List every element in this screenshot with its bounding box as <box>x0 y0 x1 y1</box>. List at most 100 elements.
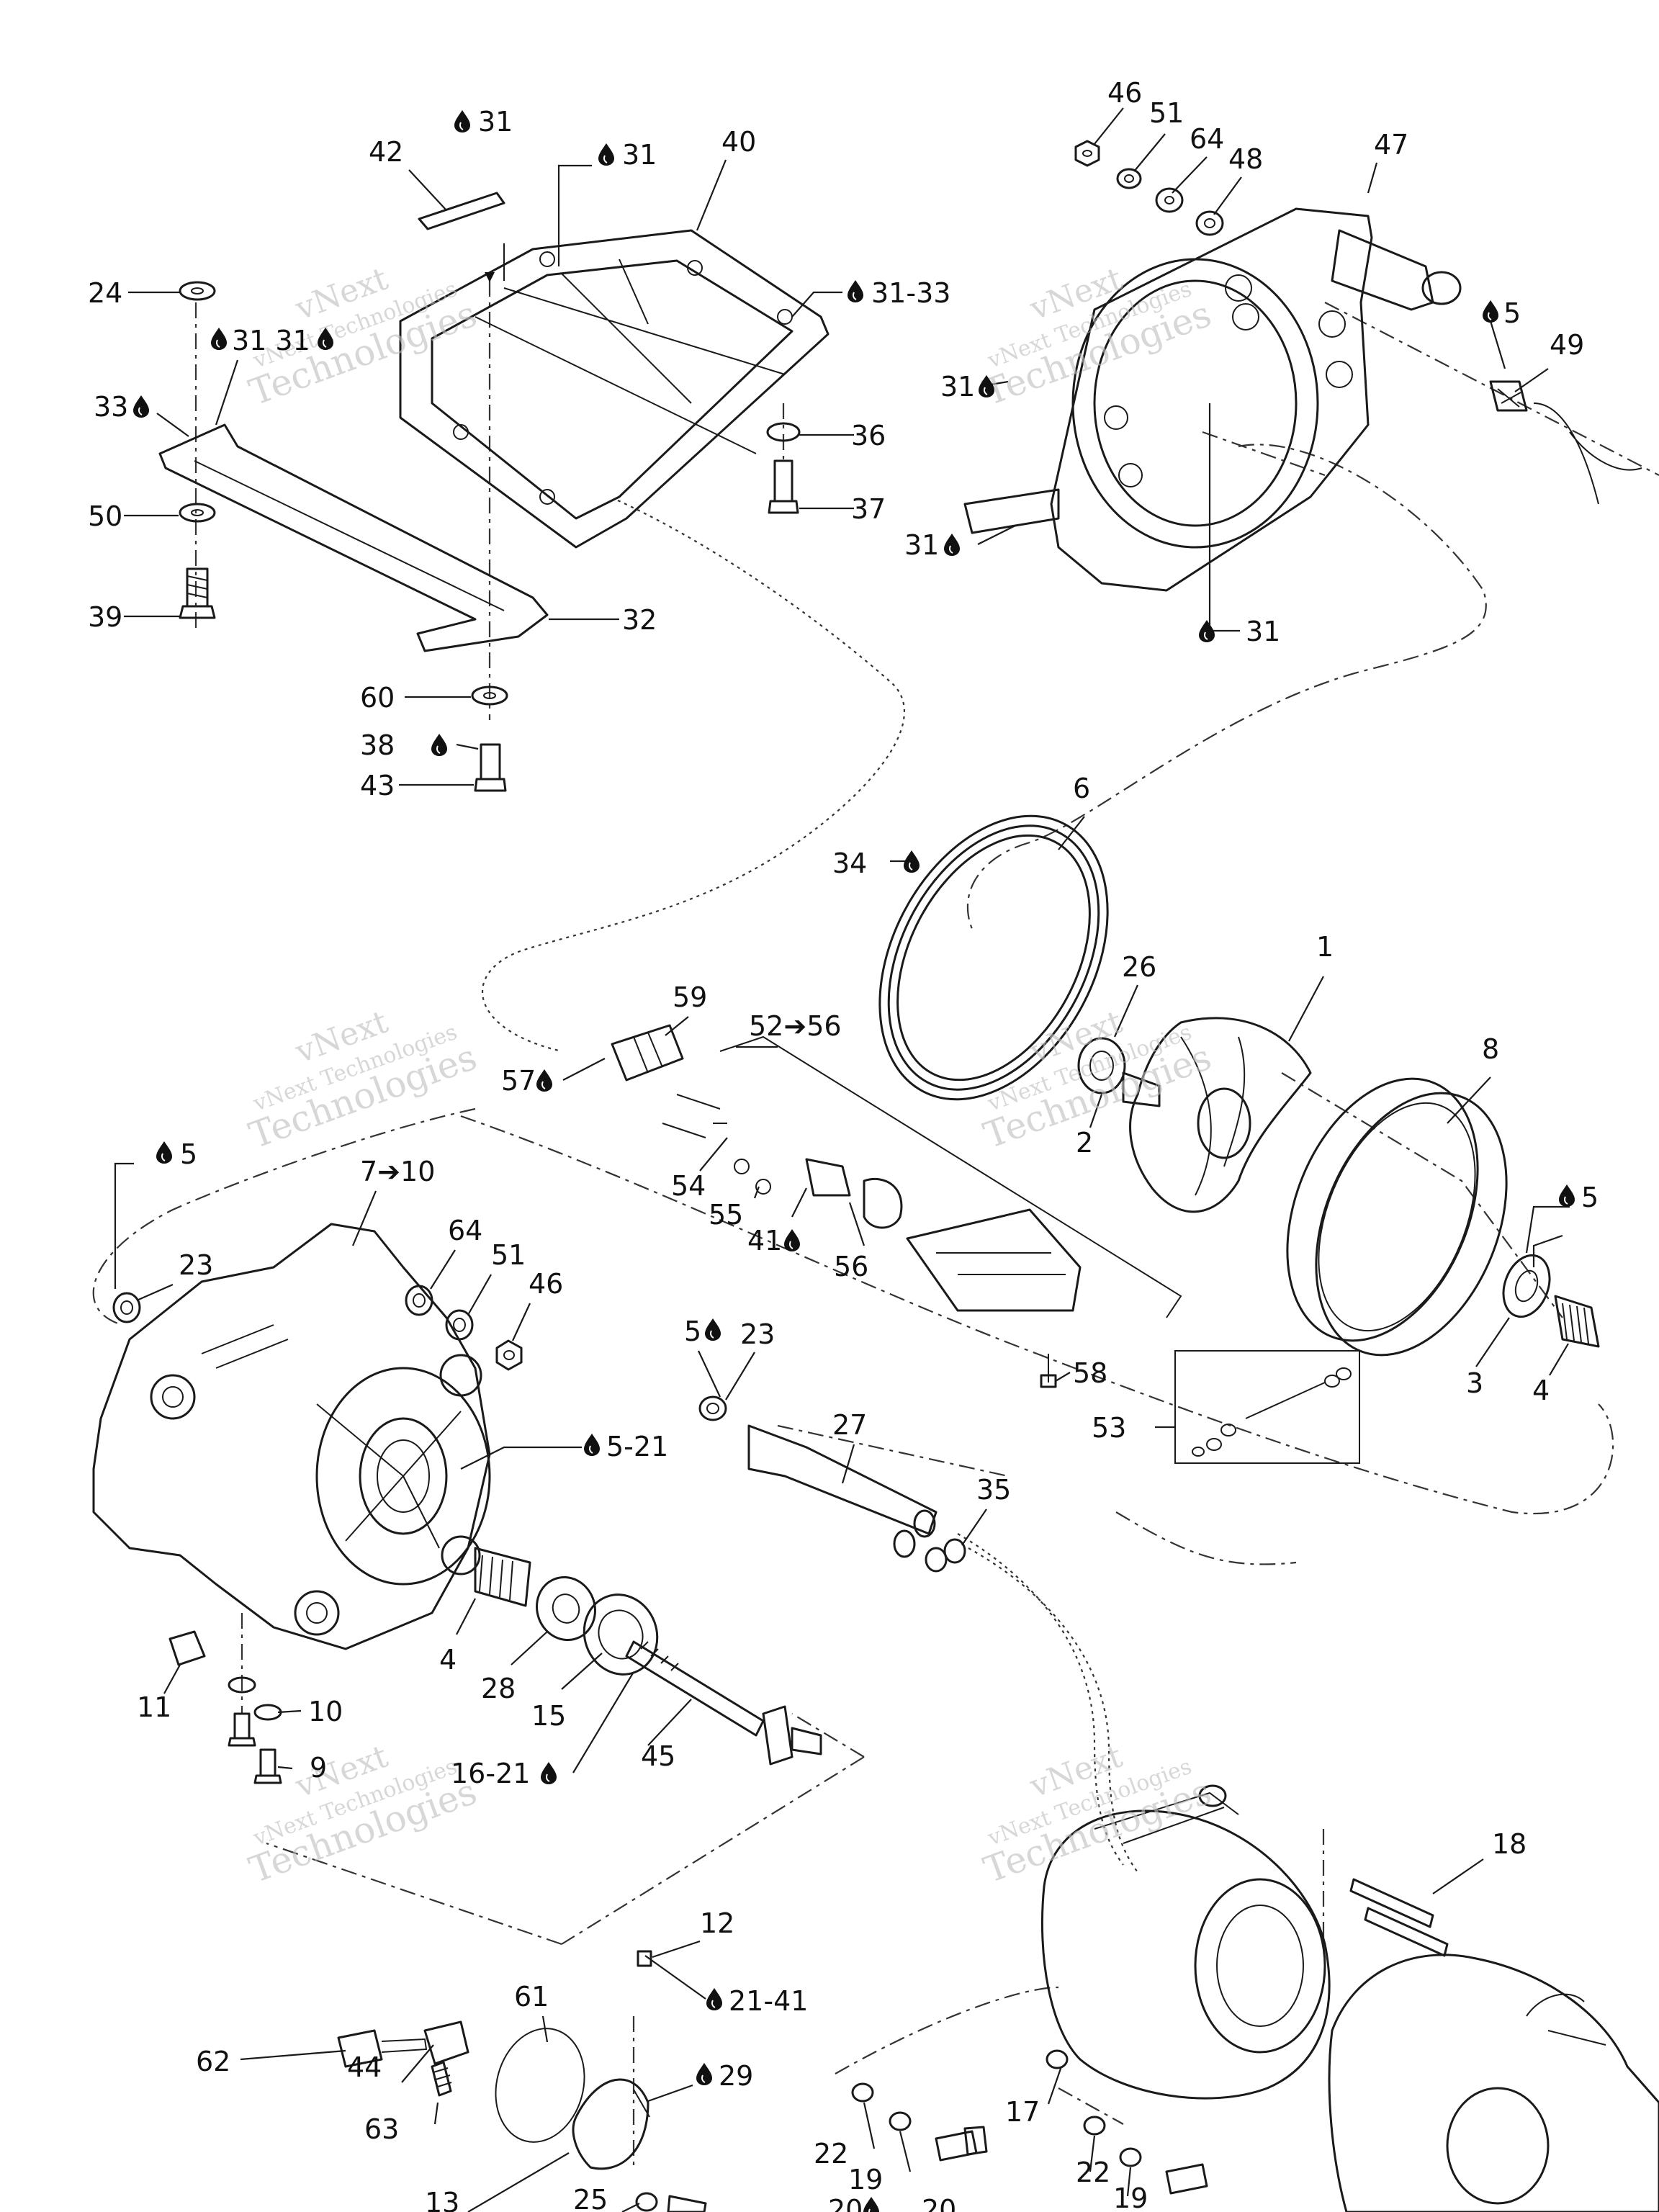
svg-text:54: 54 <box>671 1170 706 1202</box>
part-nozzle-right <box>1328 1954 1659 2212</box>
svg-text:51: 51 <box>491 1239 526 1271</box>
svg-text:5: 5 <box>180 1138 197 1170</box>
svg-text:56: 56 <box>834 1251 868 1282</box>
svg-text:31: 31 <box>940 371 975 403</box>
svg-text:13: 13 <box>425 2187 459 2212</box>
callout-29: 29 <box>696 2060 753 2092</box>
callout-15: 15 <box>531 1700 566 1732</box>
part-42-pad <box>418 192 505 230</box>
part-53-kit-box <box>1174 1350 1360 1464</box>
part-52-56-sensor-kit <box>662 1035 1182 1388</box>
callout-46: 46 <box>529 1268 563 1300</box>
drop-icon <box>540 1761 557 1785</box>
callout-58: 58 <box>1073 1357 1107 1389</box>
svg-text:26: 26 <box>1122 951 1156 983</box>
parts-bottom-left <box>337 1950 707 2212</box>
svg-text:52➔56: 52➔56 <box>749 1010 842 1042</box>
svg-text:37: 37 <box>851 493 886 525</box>
part-59-connector <box>611 1024 684 1082</box>
drop-icon <box>156 1141 173 1164</box>
svg-text:5: 5 <box>1503 297 1521 329</box>
drop-icon <box>536 1069 553 1092</box>
part-1-impeller <box>1129 1017 1312 1213</box>
drop-icon <box>943 533 961 557</box>
svg-text:5-21: 5-21 <box>606 1431 668 1462</box>
svg-text:22: 22 <box>1076 2157 1110 2188</box>
callout-5: 5 <box>1482 297 1521 329</box>
svg-text:55: 55 <box>709 1199 743 1231</box>
svg-text:12: 12 <box>700 1907 734 1939</box>
callout-63: 63 <box>364 2113 399 2145</box>
callout-4: 4 <box>439 1644 457 1676</box>
callout-10: 10 <box>308 1696 343 1727</box>
callout-12: 12 <box>700 1907 734 1939</box>
part-26-2-hub <box>1077 1037 1161 1107</box>
svg-text:58: 58 <box>1073 1357 1107 1389</box>
svg-text:62: 62 <box>196 2046 230 2077</box>
callout-17: 17 <box>1005 2096 1040 2128</box>
callout-59: 59 <box>673 981 707 1013</box>
svg-text:60: 60 <box>360 682 395 714</box>
callout-labels: 46 51 64 48 47 31 42 31 40 31-33 24 31 3… <box>88 77 1599 2212</box>
callout-18: 18 <box>1492 1828 1527 1860</box>
svg-text:23: 23 <box>740 1318 775 1350</box>
svg-text:45: 45 <box>641 1740 675 1772</box>
part-11-nut <box>168 1630 206 1666</box>
svg-text:3: 3 <box>1466 1367 1483 1399</box>
svg-text:64: 64 <box>448 1215 482 1246</box>
svg-text:40: 40 <box>721 126 756 158</box>
callout-4: 4 <box>1532 1375 1550 1406</box>
svg-text:2: 2 <box>1076 1127 1093 1159</box>
drop-icon <box>454 109 471 133</box>
svg-text:20: 20 <box>922 2194 956 2212</box>
callout-23: 23 <box>179 1249 213 1281</box>
svg-text:31: 31 <box>478 106 513 138</box>
callout-34: 34 <box>832 848 920 879</box>
svg-text:34: 34 <box>832 848 867 879</box>
callout-27: 27 <box>832 1409 867 1441</box>
leader-lines <box>114 107 1570 2212</box>
svg-text:4: 4 <box>1532 1375 1550 1406</box>
svg-text:11: 11 <box>137 1691 171 1723</box>
callout-54: 54 <box>671 1170 706 1202</box>
callout-47: 47 <box>1374 129 1408 161</box>
callout-8: 8 <box>1482 1033 1499 1065</box>
callout-50: 50 <box>88 500 122 532</box>
callout-5-21: 5-21 <box>583 1431 668 1462</box>
svg-text:48: 48 <box>1228 143 1263 175</box>
part-3-4-seal-bearing <box>1502 1254 1600 1348</box>
svg-text:31: 31 <box>904 529 939 561</box>
callout-60: 60 <box>360 682 395 714</box>
svg-text:6: 6 <box>1073 773 1090 804</box>
callout-39: 39 <box>88 601 122 633</box>
svg-text:59: 59 <box>673 981 707 1013</box>
callout-31: 31 <box>598 139 657 171</box>
callout-3: 3 <box>1466 1367 1483 1399</box>
svg-text:8: 8 <box>1482 1033 1499 1065</box>
callout-48: 48 <box>1228 143 1263 175</box>
callout-37: 37 <box>851 493 886 525</box>
svg-text:27: 27 <box>832 1409 867 1441</box>
svg-text:53: 53 <box>1092 1412 1126 1444</box>
callout-64: 64 <box>448 1215 482 1246</box>
callout-5: 5 <box>684 1316 721 1347</box>
callout-35: 35 <box>976 1474 1011 1506</box>
svg-text:31: 31 <box>1246 616 1280 647</box>
callout-56: 56 <box>834 1251 868 1282</box>
svg-text:33: 33 <box>94 391 128 423</box>
svg-text:41: 41 <box>747 1225 782 1256</box>
callout-22: 22 <box>814 2138 848 2170</box>
washers-left-top <box>179 281 801 792</box>
drop-icon <box>210 327 228 351</box>
callout-52-56: 52➔56 <box>749 1010 842 1042</box>
callout-6: 6 <box>1073 773 1090 804</box>
drop-icon <box>132 395 150 418</box>
callout-53: 53 <box>1092 1412 1126 1444</box>
callout-9: 9 <box>310 1752 327 1784</box>
callout-13: 13 <box>425 2187 459 2212</box>
svg-text:24: 24 <box>88 277 122 309</box>
callout-44: 44 <box>347 2051 382 2083</box>
callout-11: 11 <box>137 1691 171 1723</box>
callout-31: 31 <box>904 529 961 561</box>
svg-text:61: 61 <box>514 1981 549 2013</box>
